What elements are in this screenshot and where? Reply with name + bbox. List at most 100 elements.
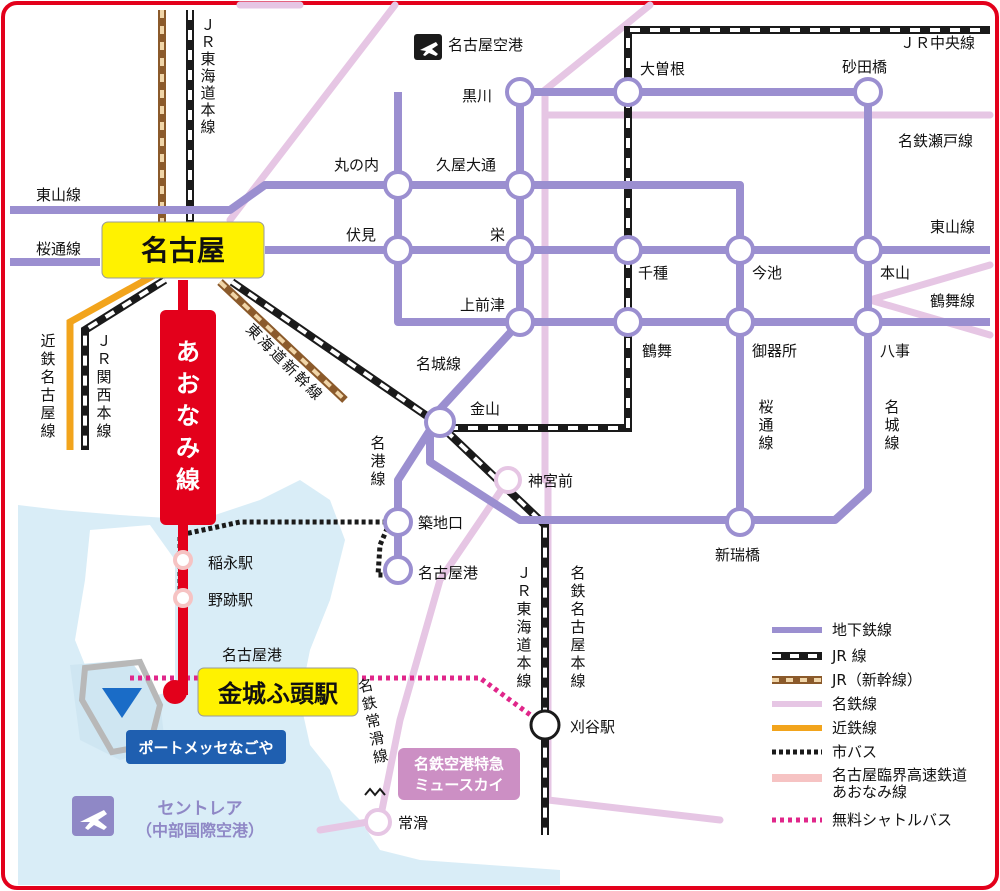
legend-item-meitetsu: 名鉄線: [772, 695, 877, 713]
label-tsurumai-right: 鶴舞線: [930, 292, 975, 310]
svg-text:線: 線: [516, 672, 531, 690]
station-inae: [173, 550, 193, 570]
legend: 地下鉄線 JR 線 JR（新幹線） 名鉄線 近鉄線 市バス 名古屋臨界高速鉄道 …: [772, 621, 967, 829]
station-kinjo: [163, 680, 187, 704]
svg-text:Ｒ: Ｒ: [516, 582, 531, 600]
wave-icon: [364, 787, 386, 797]
svg-text:本: 本: [96, 404, 111, 422]
svg-text:Ｒ: Ｒ: [96, 350, 111, 368]
svg-text:線: 線: [570, 672, 585, 690]
label-chikusa: 千種: [638, 264, 668, 282]
label-tsukijiguchi: 築地口: [418, 514, 463, 532]
svg-text:本: 本: [570, 654, 585, 672]
airplane-glyph-centrair: [80, 810, 107, 830]
svg-text:名鉄線: 名鉄線: [832, 695, 877, 713]
label-meitetsu-tokoname: 名 鉄 常 滑 線: [356, 676, 389, 767]
label-kariya: 刈谷駅: [570, 718, 615, 736]
legend-item-shuttle: 無料シャトルバス: [772, 811, 952, 829]
svg-text:道: 道: [200, 84, 215, 102]
svg-text:東: 東: [200, 50, 215, 68]
label-tokoname: 常滑: [398, 814, 428, 832]
svg-text:線: 線: [371, 746, 389, 767]
jr-chuo-line: [448, 26, 990, 432]
label-sunadabashi: 砂田橋: [842, 58, 887, 76]
label-kintetsu-nagoya: 近 鉄 名 古 屋 線: [40, 332, 55, 440]
mu-sky-title: 名鉄空港特急: [414, 755, 504, 773]
svg-text:Ｊ: Ｊ: [516, 564, 531, 582]
svg-text:名: 名: [356, 676, 374, 697]
label-jr-kansai: Ｊ Ｒ 関 西 本 線: [96, 332, 111, 440]
svg-text:名: 名: [884, 398, 899, 416]
label-tsurumai: 鶴舞: [642, 342, 672, 360]
legend-item-shinkansen: JR（新幹線）: [772, 671, 922, 689]
centrair-sub: （中部国際空港）: [136, 821, 264, 840]
svg-text:桜: 桜: [758, 398, 773, 416]
svg-text:通: 通: [758, 416, 773, 434]
aonami-label-box: [160, 310, 216, 525]
legend-item-aonami: 名古屋臨界高速鉄道 あおなみ線: [772, 766, 967, 801]
label-jr-tokaido-north: Ｊ Ｒ 東 海 道 本 線: [200, 16, 215, 136]
mu-sky-sub: ミュースカイ: [414, 776, 503, 794]
svg-text:名: 名: [370, 434, 385, 452]
svg-text:線: 線: [884, 434, 899, 452]
legend-item-bus: 市バス: [772, 743, 877, 761]
svg-text:線: 線: [96, 422, 111, 440]
svg-text:本: 本: [200, 101, 215, 119]
label-meiko: 名 港 線: [370, 434, 385, 488]
svg-text:名: 名: [570, 600, 585, 618]
svg-text:古: 古: [40, 386, 55, 404]
label-noseki: 野跡駅: [208, 591, 253, 609]
label-sakuradori-v: 桜 通 線: [758, 398, 773, 452]
svg-text:近鉄線: 近鉄線: [832, 719, 877, 737]
label-inae: 稲永駅: [208, 554, 253, 572]
svg-text:城: 城: [884, 416, 899, 434]
label-higashiyama-left: 東山線: [36, 186, 81, 204]
mu-sky-box: [398, 748, 520, 800]
triangle-marker-icon: [102, 688, 142, 718]
label-nagoyako-station: 名古屋港: [418, 564, 478, 582]
airplane-glyph-top: [420, 42, 438, 56]
svg-text:本: 本: [516, 654, 531, 672]
svg-text:名: 名: [570, 564, 585, 582]
svg-text:常: 常: [364, 711, 382, 732]
svg-text:港: 港: [370, 452, 385, 470]
svg-text:あおなみ線: あおなみ線: [832, 783, 907, 801]
centrair-name: セントレア: [158, 799, 243, 819]
kinjo-hub-label: 金城ふ頭駅: [217, 680, 338, 708]
svg-text:線: 線: [200, 118, 215, 136]
label-meitetsu-nagoya-main: 名 鉄 名 古 屋 本 線: [570, 564, 585, 690]
svg-text:線: 線: [40, 422, 55, 440]
station-jingumae: [494, 466, 522, 494]
label-hisaya: 久屋大通: [436, 156, 496, 174]
label-nagoyako-area: 名古屋港: [222, 646, 282, 664]
aonami-label: あ お な み 線: [176, 338, 200, 494]
shinkansen-southeast: [217, 279, 348, 403]
port-messe-box: [126, 730, 286, 764]
svg-text:市バス: 市バス: [832, 743, 877, 761]
svg-text:東: 東: [516, 600, 531, 618]
label-kamimaezu: 上前津: [460, 296, 505, 314]
svg-text:お: お: [176, 370, 200, 398]
svg-text:海: 海: [516, 618, 531, 636]
svg-text:Ｊ: Ｊ: [96, 332, 111, 350]
svg-text:線: 線: [176, 466, 200, 494]
svg-text:JR（新幹線）: JR（新幹線）: [831, 671, 922, 689]
label-jr-tokaido-south: Ｊ Ｒ 東 海 道 本 線: [516, 564, 531, 690]
station-markers: [383, 77, 883, 585]
svg-text:あ: あ: [176, 338, 200, 366]
svg-text:み: み: [176, 434, 200, 462]
svg-text:滑: 滑: [368, 728, 386, 749]
label-higashiyama-right: 東山線: [930, 218, 975, 236]
svg-text:道: 道: [516, 636, 531, 654]
label-kanayama: 金山: [470, 400, 500, 418]
legend-item-subway: 地下鉄線: [772, 621, 892, 639]
kintetsu-line: [66, 268, 162, 450]
sea-inlet: [75, 525, 175, 700]
label-fushimi: 伏見: [346, 226, 376, 244]
svg-text:海: 海: [200, 67, 215, 85]
svg-text:関: 関: [96, 368, 111, 386]
svg-text:無料シャトルバス: 無料シャトルバス: [832, 811, 952, 829]
label-sakuradori-left: 桜通線: [36, 240, 81, 258]
label-meitetsu-seto: 名鉄瀬戸線: [898, 132, 973, 150]
